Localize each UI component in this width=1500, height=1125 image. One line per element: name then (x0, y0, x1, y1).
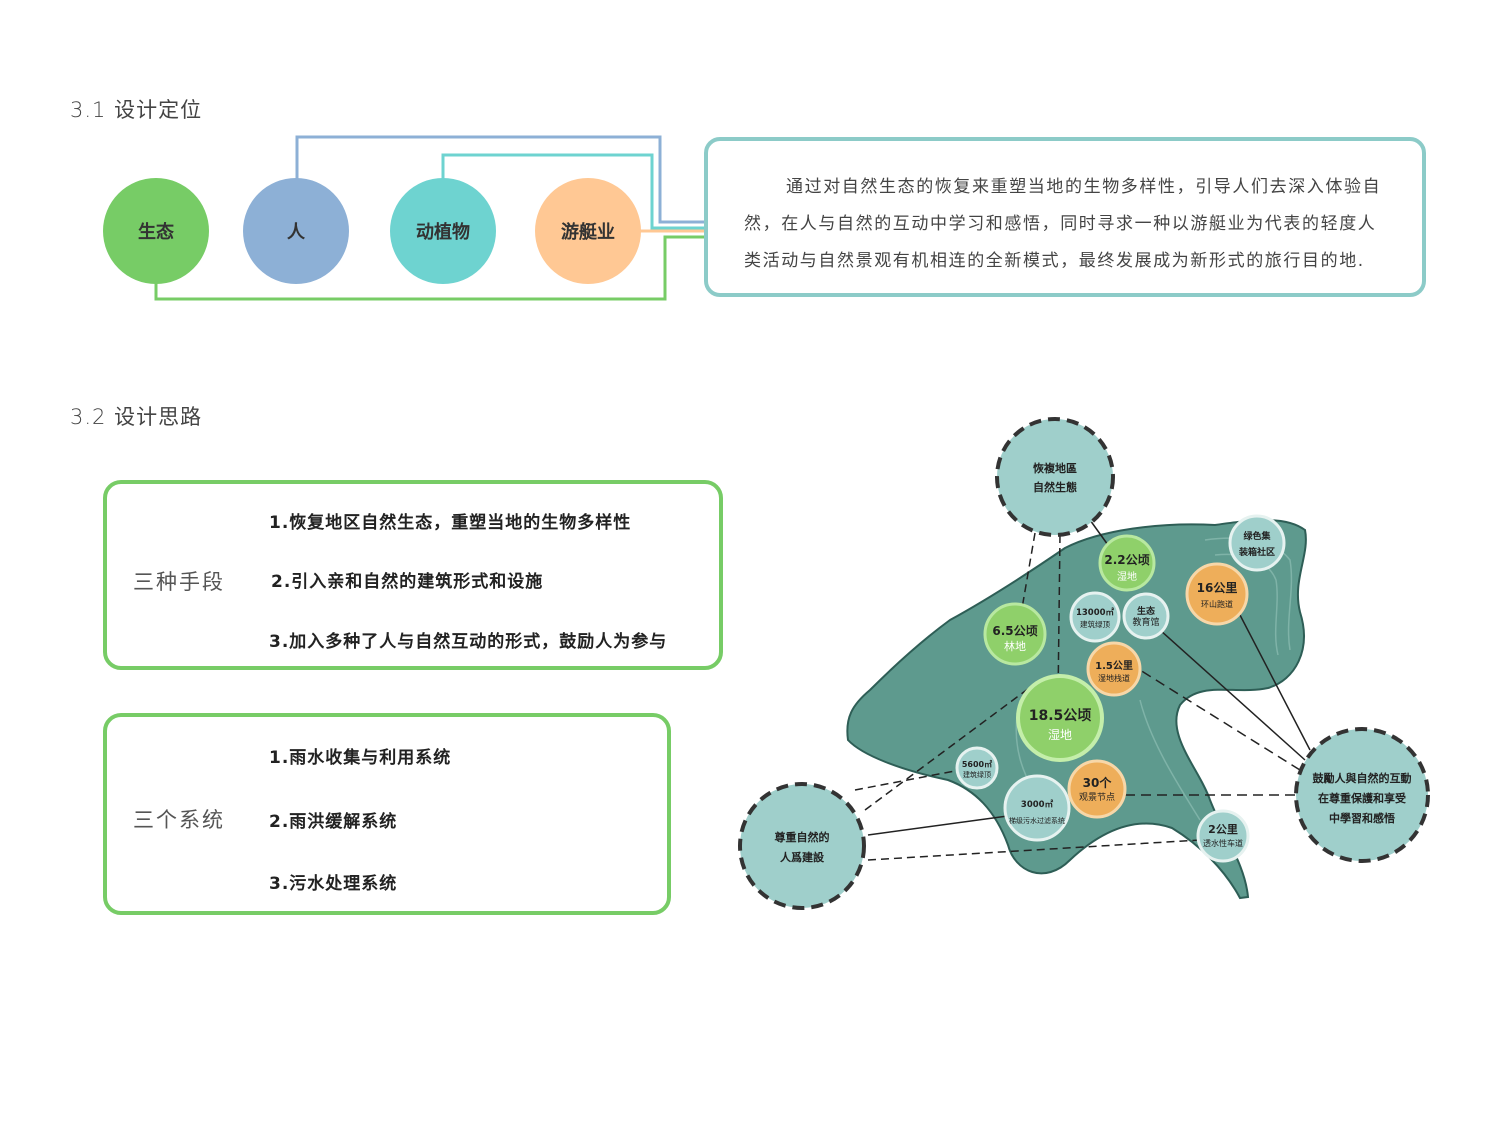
big-node-3-line2: 在尊重保護和享受 (1318, 791, 1406, 805)
svg-text:1.5公里: 1.5公里 (1095, 660, 1133, 672)
svg-text:湿地: 湿地 (1048, 727, 1072, 742)
svg-text:绿色集: 绿色集 (1243, 530, 1271, 542)
svg-text:3000㎡: 3000㎡ (1021, 799, 1054, 810)
svg-text:教育馆: 教育馆 (1132, 616, 1159, 628)
marker-container-community: 绿色集 装箱社区 (1228, 514, 1286, 572)
svg-text:观景节点: 观景节点 (1079, 792, 1115, 803)
circle-ecology: 生态 (103, 178, 209, 284)
method-item-2: 2.引入亲和自然的建筑形式和设施 (271, 572, 544, 592)
marker-green-roof-5600: 5600㎡ 建筑绿顶 (955, 746, 999, 790)
big-node-encourage-interaction: 鼓勵人與自然的互動 在尊重保護和享受 中學習和感悟 (1294, 727, 1430, 863)
system-item-1: 1.雨水收集与利用系统 (269, 748, 452, 768)
systems-box: 三个系统 1.雨水收集与利用系统 2.雨洪缓解系统 3.污水处理系统 (103, 713, 671, 915)
svg-text:建筑绿顶: 建筑绿顶 (963, 770, 991, 779)
svg-text:2公里: 2公里 (1208, 823, 1238, 836)
section-title-approach: 3.2 设计思路 (70, 405, 203, 429)
svg-text:林地: 林地 (1004, 639, 1026, 653)
svg-text:2.2公顷: 2.2公顷 (1104, 553, 1149, 567)
svg-text:30个: 30个 (1083, 775, 1113, 790)
svg-text:6.5公顷: 6.5公顷 (992, 624, 1037, 638)
big-node-2-line1: 尊重自然的 (775, 830, 830, 844)
marker-permeable-road-2: 2公里 透水性车道 (1196, 809, 1250, 863)
systems-label: 三个系统 (133, 808, 225, 832)
svg-text:透水性车道: 透水性车道 (1203, 838, 1243, 848)
svg-text:18.5公顷: 18.5公顷 (1029, 708, 1092, 724)
circle-flora-fauna-label: 动植物 (416, 222, 470, 243)
svg-text:建筑绿顶: 建筑绿顶 (1080, 619, 1110, 629)
circle-yacht: 游艇业 (535, 178, 641, 284)
svg-text:环山跑道: 环山跑道 (1201, 599, 1233, 609)
connector-lines (154, 135, 705, 301)
big-node-1-line1: 恢複地區 (1033, 461, 1077, 475)
methods-label: 三种手段 (133, 570, 225, 594)
circle-people: 人 (243, 178, 349, 284)
svg-text:湿地栈道: 湿地栈道 (1098, 673, 1130, 683)
method-item-1: 1.恢复地区自然生态，重塑当地的生物多样性 (269, 513, 632, 533)
svg-text:装箱社区: 装箱社区 (1238, 546, 1275, 558)
svg-text:13000㎡: 13000㎡ (1076, 607, 1115, 618)
marker-wetland-18-5: 18.5公顷 湿地 (1016, 674, 1104, 762)
svg-text:湿地: 湿地 (1117, 570, 1137, 583)
svg-text:生态: 生态 (1137, 605, 1155, 617)
marker-sewage-filter-3000: 3000㎡ 梯级污水过滤系统 (1003, 774, 1071, 842)
section-title-positioning: 3.1 设计定位 (70, 98, 203, 122)
system-item-3: 3.污水处理系统 (269, 874, 398, 894)
circle-ecology-label: 生态 (138, 222, 174, 243)
marker-forest-6-5: 6.5公顷 林地 (983, 602, 1047, 666)
marker-green-roof-13000: 13000㎡ 建筑绿顶 (1069, 591, 1121, 643)
methods-box: 三种手段 1.恢复地区自然生态，重塑当地的生物多样性 2.引入亲和自然的建筑形式… (103, 480, 723, 670)
big-node-1-line2: 自然生態 (1033, 480, 1077, 494)
marker-eco-education-hall: 生态 教育馆 (1122, 592, 1170, 640)
svg-text:5600㎡: 5600㎡ (962, 759, 992, 769)
marker-viewpoints-30: 30个 观景节点 (1067, 759, 1127, 819)
positioning-description-box: 通过对自然生态的恢复来重塑当地的生物多样性，引导人们去深入体验自然，在人与自然的… (704, 137, 1426, 297)
big-node-2-line2: 人爲建設 (780, 850, 825, 864)
site-map-diagram: 恢複地區 自然生態 尊重自然的 人爲建設 鼓勵人與自然的互動 在尊重保護和享受 … (738, 417, 1430, 910)
svg-text:16公里: 16公里 (1197, 580, 1238, 595)
circle-yacht-label: 游艇业 (561, 222, 615, 243)
marker-wetland-2-2: 2.2公顷 湿地 (1098, 534, 1156, 592)
circle-flora-fauna: 动植物 (390, 178, 496, 284)
method-item-3: 3.加入多种了人与自然互动的形式，鼓励人为参与 (269, 632, 668, 652)
big-node-restore-ecology: 恢複地區 自然生態 (995, 417, 1115, 537)
positioning-description: 通过对自然生态的恢复来重塑当地的生物多样性，引导人们去深入体验自然，在人与自然的… (744, 177, 1382, 271)
big-node-respect-nature: 尊重自然的 人爲建設 (738, 782, 866, 910)
circle-people-label: 人 (287, 222, 305, 243)
big-node-3-line1: 鼓勵人與自然的互動 (1313, 771, 1412, 785)
marker-mountain-trail-16: 16公里 环山跑道 (1185, 562, 1249, 626)
svg-text:梯级污水过滤系统: 梯级污水过滤系统 (1009, 816, 1065, 825)
system-item-2: 2.雨洪缓解系统 (269, 812, 398, 832)
marker-boardwalk-1-5: 1.5公里 湿地栈道 (1086, 641, 1142, 697)
big-node-3-line3: 中學習和感悟 (1329, 811, 1395, 825)
